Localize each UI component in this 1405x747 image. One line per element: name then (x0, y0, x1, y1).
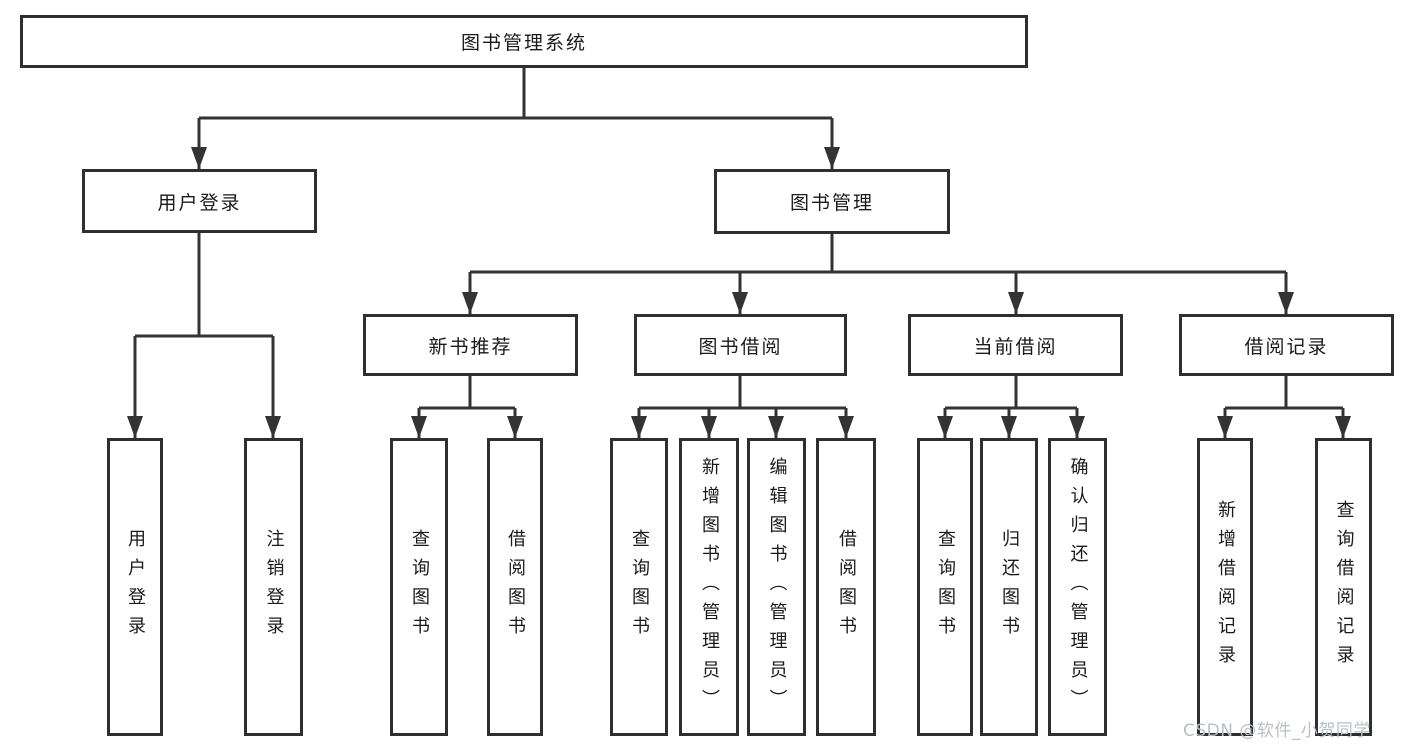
node-label: 图书管理 (789, 192, 874, 214)
node-current-borrowing: 当前借阅 (908, 314, 1123, 376)
node-label: 当前借阅 (973, 335, 1058, 358)
leaf-label: 新增图书（管理员） (699, 456, 720, 718)
leaf-br-add-record: 新增借阅记录 (1197, 438, 1253, 736)
leaf-label: 查询图书 (629, 529, 650, 645)
csdn-watermark: CSDN @软件_小贺同学 (1183, 721, 1371, 741)
leaf-label: 查询图书 (935, 529, 956, 645)
leaf-label: 查询图书 (409, 529, 430, 645)
node-new-book-recommendation: 新书推荐 (363, 314, 578, 376)
leaf-label: 借阅图书 (836, 529, 857, 645)
leaf-cb-confirm-return-admin: 确认归还（管理员） (1048, 438, 1107, 736)
leaf-label: 注销登录 (263, 529, 285, 645)
leaf-label: 确认归还（管理员） (1067, 456, 1089, 718)
leaf-logout-login: 注销登录 (244, 438, 303, 736)
leaf-label: 归还图书 (999, 529, 1020, 645)
node-book-management: 图书管理 (714, 169, 950, 234)
leaf-cb-return-books: 归还图书 (980, 438, 1038, 736)
node-label: 借阅记录 (1244, 335, 1329, 358)
leaf-bb-borrow-books: 借阅图书 (816, 438, 876, 736)
arrowheads (127, 147, 1351, 438)
node-borrowing-records: 借阅记录 (1179, 314, 1394, 376)
leaf-cb-query-books: 查询图书 (917, 438, 973, 736)
leaf-br-query-record: 查询借阅记录 (1315, 438, 1372, 736)
leaf-bb-edit-books-admin: 编辑图书（管理员） (747, 438, 806, 736)
leaf-label: 编辑图书（管理员） (766, 456, 788, 718)
leaf-bb-query-books: 查询图书 (610, 438, 668, 736)
node-book-borrowing: 图书借阅 (634, 314, 847, 376)
leaf-label: 用户登录 (125, 529, 146, 645)
node-label: 新书推荐 (428, 335, 513, 358)
leaf-label: 查询借阅记录 (1333, 500, 1355, 674)
leaf-nbr-query-books: 查询图书 (390, 438, 448, 736)
leaf-user-login: 用户登录 (107, 438, 163, 736)
leaf-label: 新增借阅记录 (1215, 500, 1236, 674)
node-user-login: 用户登录 (82, 169, 317, 233)
connector-path (133, 68, 1345, 438)
leaf-bb-add-books-admin: 新增图书（管理员） (679, 438, 739, 736)
node-library-management-system: 图书管理系统 (20, 15, 1028, 68)
node-label: 图书管理系统 (460, 32, 587, 54)
node-label: 用户登录 (157, 191, 242, 214)
node-label: 图书借阅 (698, 335, 783, 358)
leaf-label: 借阅图书 (505, 529, 526, 645)
leaf-nbr-borrow-books: 借阅图书 (487, 438, 543, 736)
